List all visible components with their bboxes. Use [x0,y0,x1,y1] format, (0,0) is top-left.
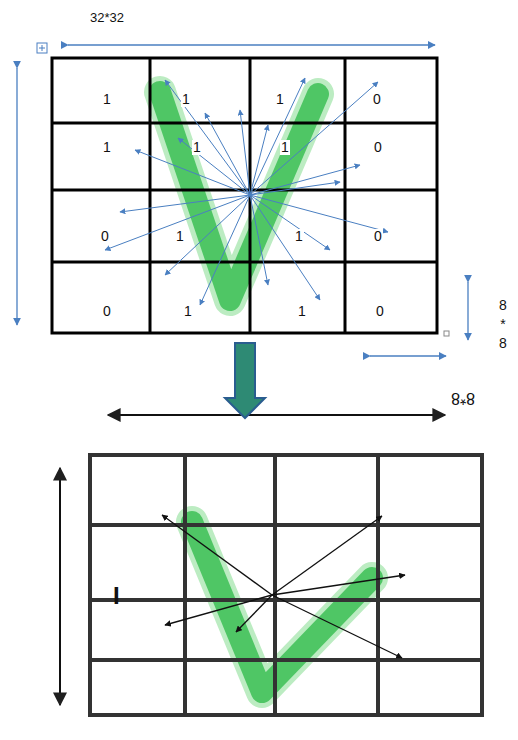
cell-value: 1 [102,92,112,107]
cell-value: 0 [373,229,383,244]
move-handle [37,43,47,53]
dimension-label: 8*8 [450,389,476,407]
cell-value: 1 [297,304,307,319]
gradient-vectors [105,78,388,305]
down-arrow [225,343,265,418]
v-stroke-small [192,522,372,692]
cell-value: 1 [183,304,193,319]
cell-value: 1 [175,229,185,244]
cell-value: 1 [275,92,285,107]
cell-value: 0 [102,304,112,319]
cell-value: 0 [100,229,110,244]
grid-8 [90,455,482,715]
dimension-arrow [59,468,61,705]
cell-value: 1 [294,229,304,244]
dimension-arrow [108,414,445,416]
cell-value: 0 [373,140,383,155]
mark-label: I [112,583,121,609]
resize-handle [444,331,449,336]
dimension-label: 8 * 8 [496,296,510,353]
cell-value: 1 [102,140,112,155]
dimension-arrows [17,45,468,356]
cell-value: 1 [192,140,202,155]
grid-32 [52,58,437,333]
cell-value: 0 [375,304,385,319]
gradient-vectors-small [162,515,405,658]
cell-value: 1 [181,92,191,107]
cell-value: 0 [372,92,382,107]
move-handle-cross [39,45,45,51]
dimension-label: 32*32 [89,11,125,25]
cell-value: 1 [280,140,290,155]
